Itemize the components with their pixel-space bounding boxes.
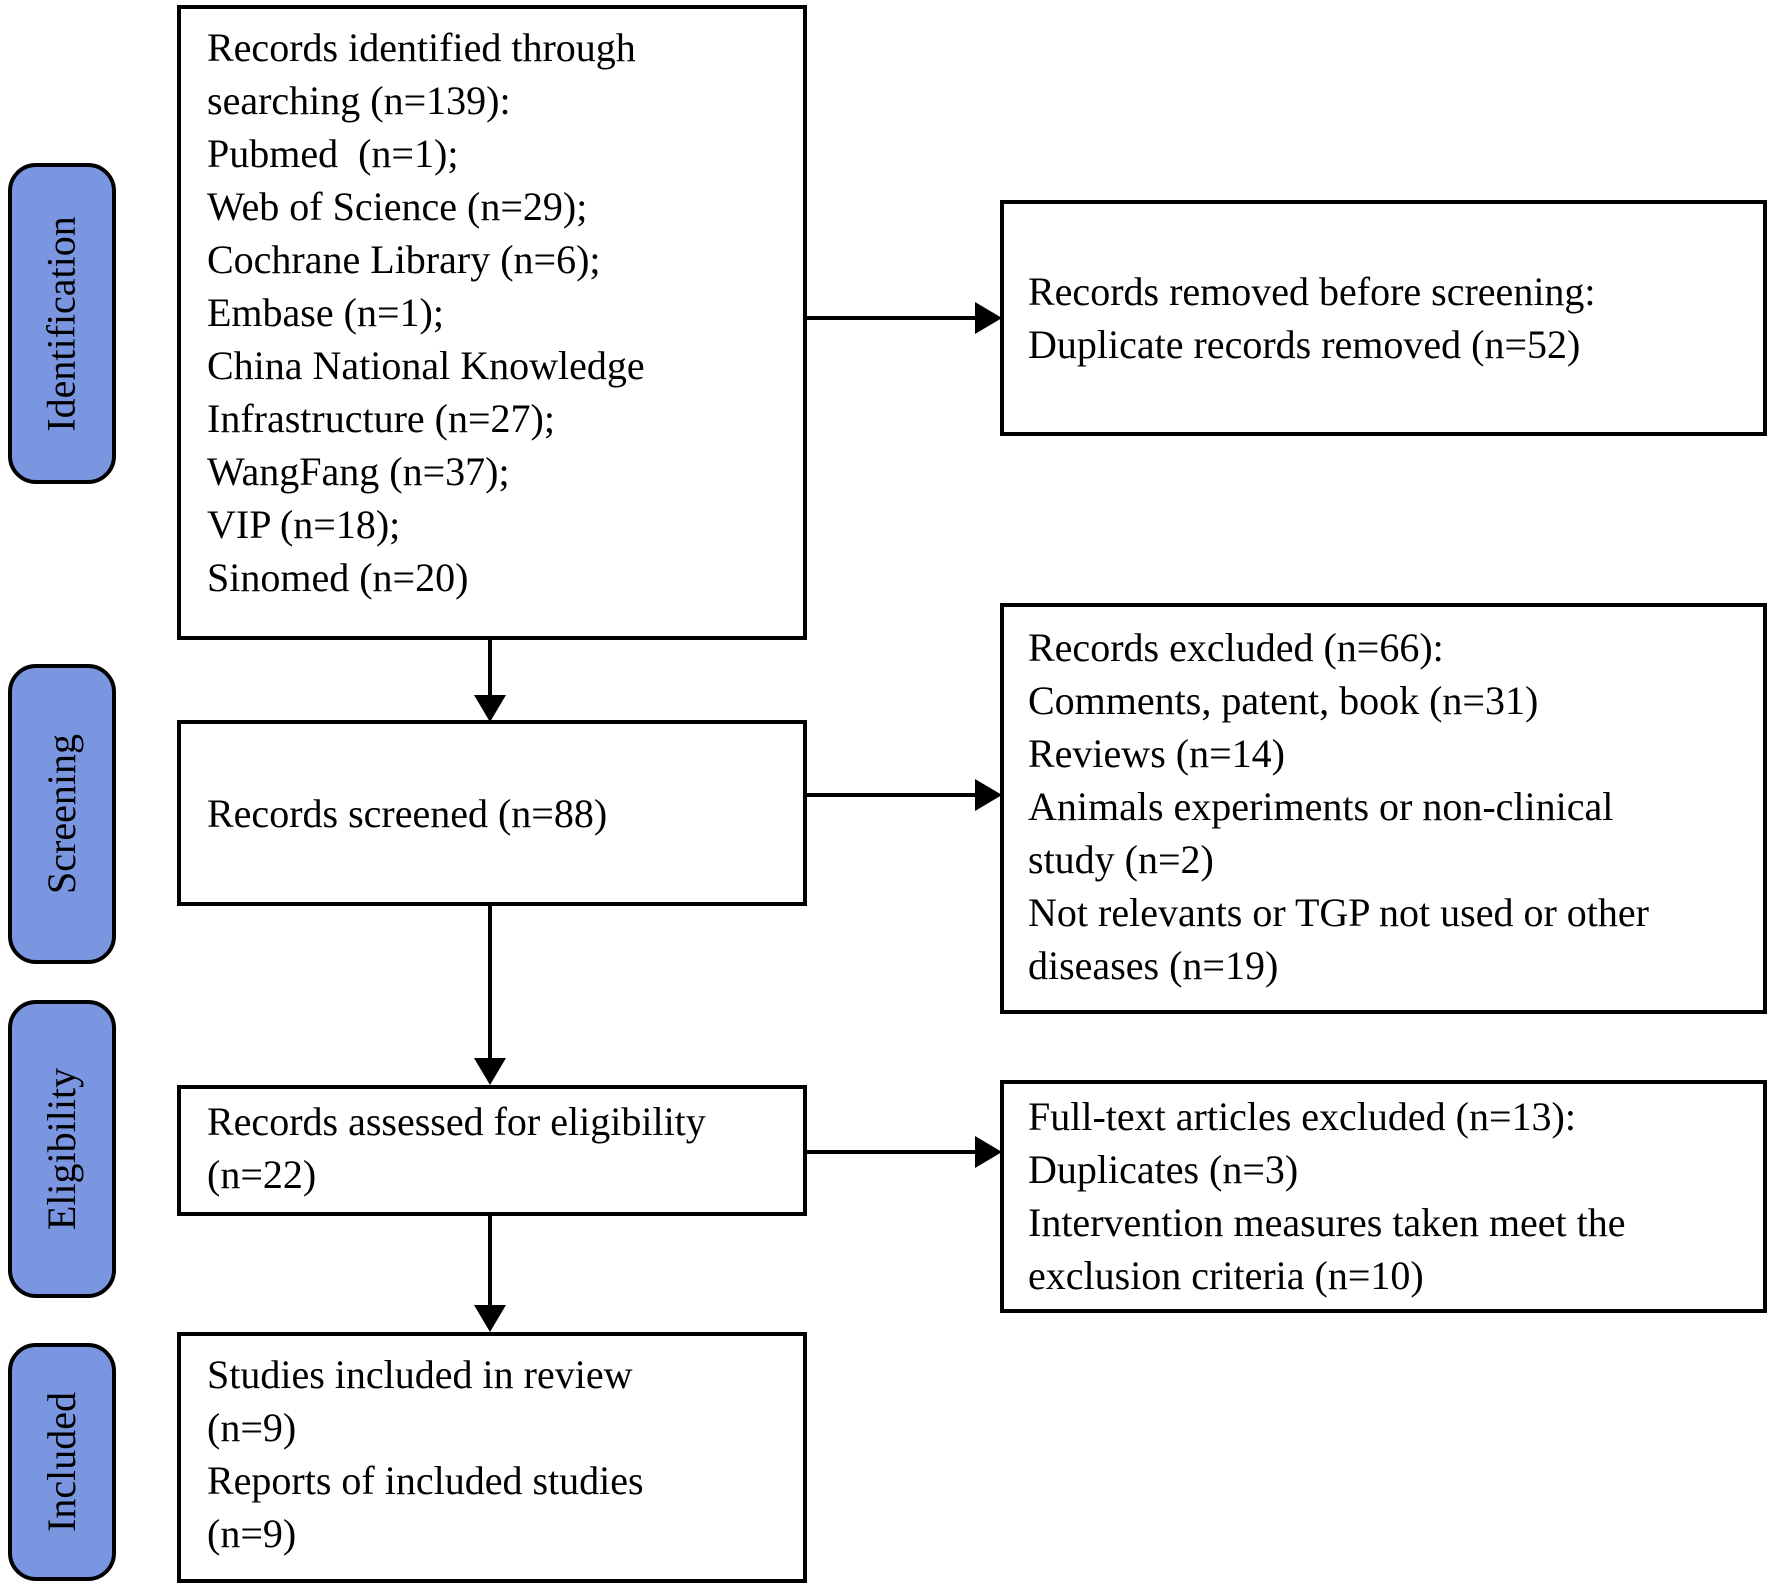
arrow-line-assessed-to-included — [488, 1213, 492, 1308]
studies-included-text: Studies included in review (n=9) Reports… — [207, 1352, 644, 1556]
records-removed-text: Records removed before screening: Duplic… — [1028, 269, 1596, 367]
box-records-assessed: Records assessed for eligibility (n=22) — [177, 1085, 807, 1216]
arrow-line-screened-to-assessed — [488, 903, 492, 1061]
stage-identification-label: Identification — [39, 215, 84, 432]
box-records-screened: Records screened (n=88) — [177, 720, 807, 906]
box-records-identified: Records identified through searching (n=… — [177, 5, 807, 640]
arrowhead-assessed-to-fulltext-excluded — [975, 1136, 1002, 1168]
stage-eligibility-label: Eligibility — [39, 1067, 85, 1231]
arrowhead-assessed-to-included — [474, 1305, 506, 1332]
arrow-line-assessed-to-fulltext-excluded — [805, 1150, 977, 1154]
arrowhead-screened-to-assessed — [474, 1058, 506, 1085]
fulltext-excluded-text: Full-text articles excluded (n=13): Dupl… — [1028, 1094, 1626, 1298]
stage-included: Included — [8, 1343, 116, 1581]
box-studies-included: Studies included in review (n=9) Reports… — [177, 1332, 807, 1583]
records-excluded-text: Records excluded (n=66): Comments, paten… — [1028, 625, 1649, 988]
box-fulltext-excluded: Full-text articles excluded (n=13): Dupl… — [1000, 1080, 1767, 1313]
stage-included-label: Included — [39, 1392, 85, 1532]
arrowhead-identified-to-screened — [474, 695, 506, 722]
stage-screening: Screening — [8, 664, 116, 964]
stage-identification: Identification — [8, 163, 116, 484]
arrow-line-screened-to-excluded — [805, 793, 977, 797]
records-assessed-text: Records assessed for eligibility (n=22) — [207, 1099, 706, 1197]
box-records-removed: Records removed before screening: Duplic… — [1000, 200, 1767, 436]
stage-screening-label: Screening — [39, 734, 85, 894]
arrow-line-identified-to-screened — [488, 638, 492, 698]
arrowhead-screened-to-excluded — [975, 779, 1002, 811]
records-screened-text: Records screened (n=88) — [207, 790, 608, 836]
arrow-line-identified-to-removed — [805, 316, 977, 320]
records-identified-text: Records identified through searching (n=… — [207, 25, 645, 600]
arrowhead-identified-to-removed — [975, 302, 1002, 334]
stage-eligibility: Eligibility — [8, 1000, 116, 1298]
box-records-excluded: Records excluded (n=66): Comments, paten… — [1000, 603, 1767, 1014]
